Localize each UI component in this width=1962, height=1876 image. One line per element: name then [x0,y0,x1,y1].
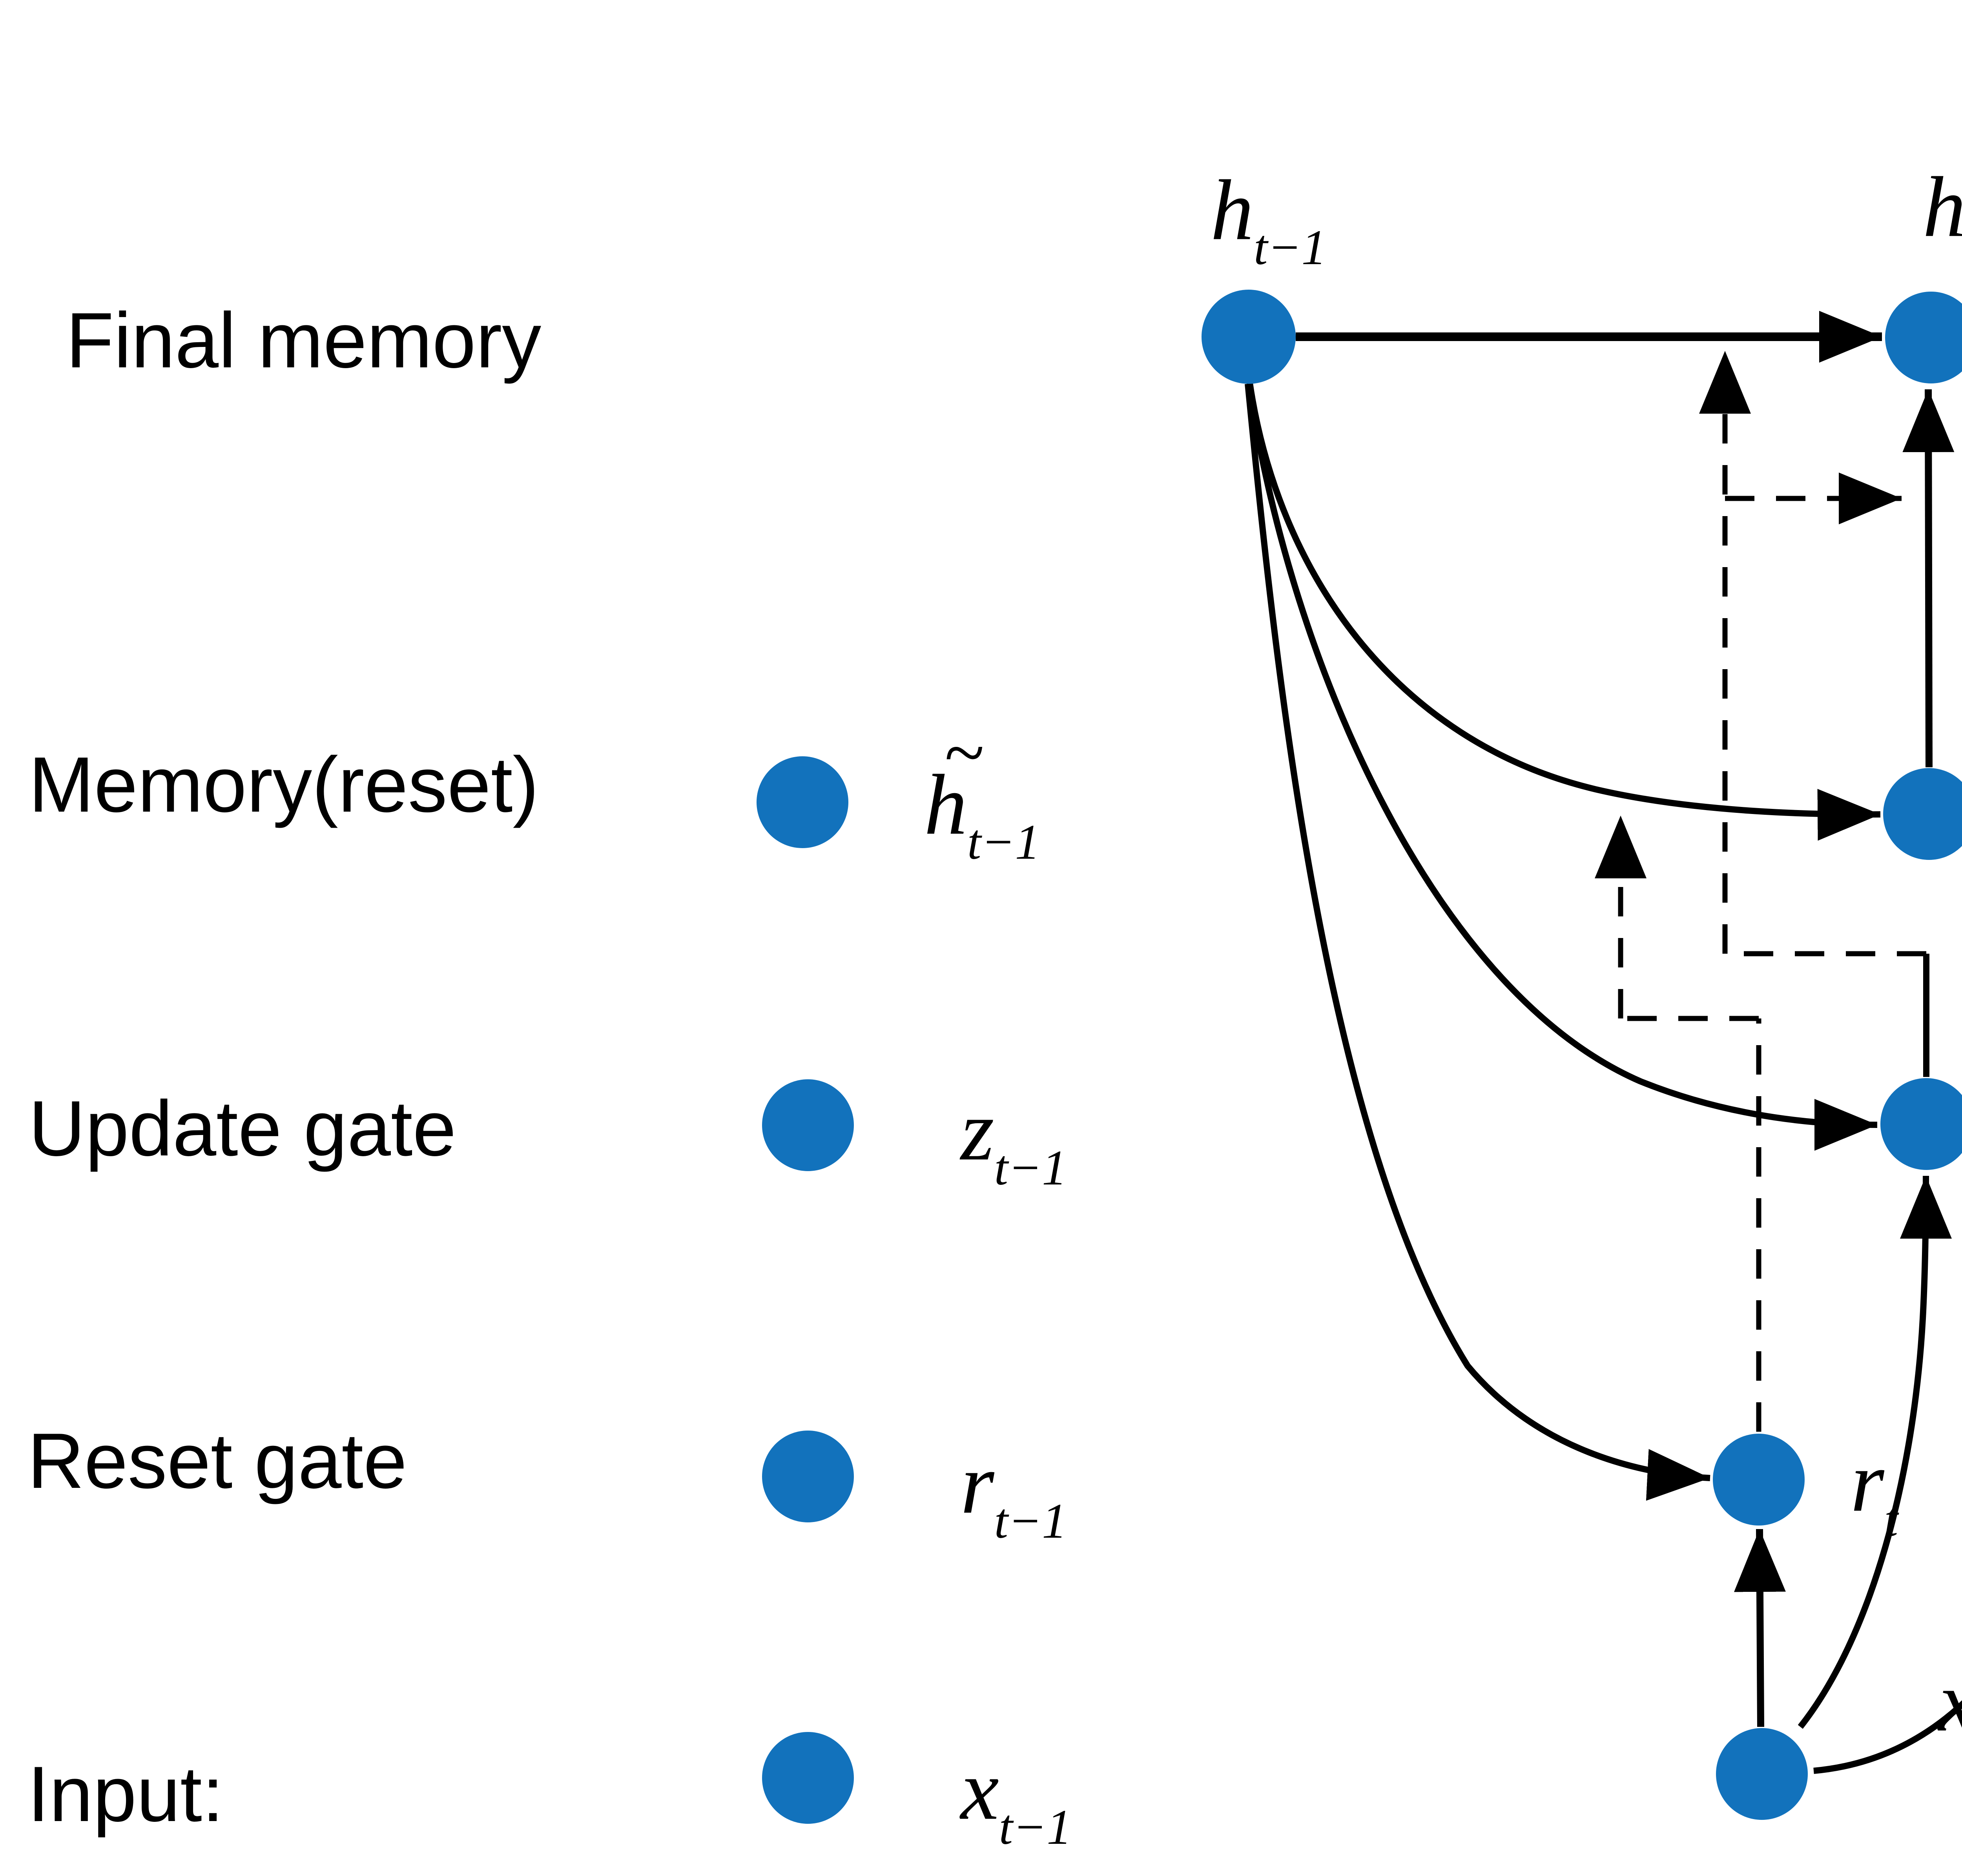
edge-hprev-to-zt [1246,383,1878,1151]
node-z-t [1880,1078,1962,1170]
label-h-prev: ht−1 [1211,162,1327,276]
edge-xt-to-rt [1734,1529,1786,1727]
row-label-final-memory: Final memory [66,297,542,384]
node-h-tilde-t [1883,768,1962,860]
label-z-prev: zt−1 [961,1082,1067,1196]
row-label-update-gate: Update gate [29,1085,456,1172]
node-r-prev [762,1431,854,1522]
node-h-prev [1202,290,1296,384]
label-h-tilde-prev: ~ht−1 [924,712,1040,870]
node-x-prev [762,1732,854,1824]
node-r-t [1713,1434,1805,1526]
label-x-prev: xt−1 [961,1742,1072,1855]
node-h-t [1885,292,1962,383]
label-x-t: xt [1938,1658,1962,1764]
node-h-tilde-prev [757,756,848,848]
row-label-reset-gate: Reset gate [27,1417,407,1505]
edge-xt-to-htilde [1813,1700,1962,1774]
row-label-memory-reset: Memory(reset) [29,741,539,829]
node-z-prev [762,1079,854,1171]
label-h-t: ht [1923,159,1962,255]
edge-xt-to-zt [1798,1175,1952,1729]
edge-hprev-to-rt [1245,383,1710,1501]
node-x-t [1716,1728,1808,1820]
edge-hprev-to-htilde [1247,382,1881,841]
label-r-prev: rt−1 [961,1436,1067,1549]
row-label-input: Input: [27,1750,224,1838]
edge-htilde-to-ht [1902,389,1955,768]
label-r-t: rt [1851,1434,1898,1547]
